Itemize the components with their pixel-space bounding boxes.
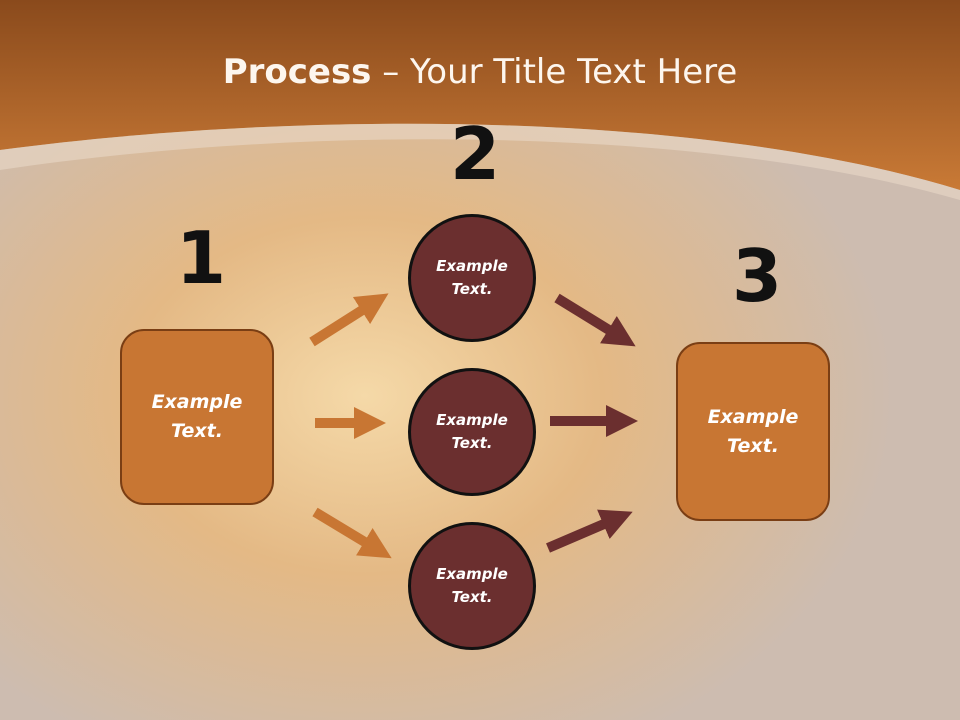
title-rest: – Your Title Text Here	[371, 52, 738, 92]
right-box[interactable]: Example Text.	[676, 342, 830, 521]
circle-top[interactable]: Example Text.	[408, 214, 536, 342]
circle-middle-line2: Text.	[451, 434, 493, 452]
circle-bottom[interactable]: Example Text.	[408, 522, 536, 650]
step-number-2: 2	[450, 112, 501, 196]
title-bold: Process	[222, 52, 372, 92]
right-box-line1: Example	[707, 405, 799, 428]
circle-bottom-line2: Text.	[451, 588, 493, 606]
step-number-3: 3	[732, 234, 783, 318]
arrow-1-to-top	[309, 293, 389, 347]
left-box-line1: Example	[151, 391, 243, 413]
circle-middle-line1: Example	[436, 411, 508, 429]
right-box-line2: Text.	[727, 434, 779, 457]
arrow-1-to-bottom	[312, 507, 392, 559]
arrow-top-to-3	[554, 293, 636, 347]
circle-top-line1: Example	[436, 257, 508, 275]
circle-top-line2: Text.	[451, 280, 493, 298]
step-number-1: 1	[176, 216, 227, 300]
arrow-bottom-to-3	[546, 509, 633, 553]
circle-middle[interactable]: Example Text.	[408, 368, 536, 496]
left-box[interactable]: Example Text.	[120, 329, 274, 505]
left-box-line2: Text.	[171, 420, 223, 442]
circle-bottom-line1: Example	[436, 565, 508, 583]
slide-title: Process – Your Title Text Here	[0, 52, 960, 92]
